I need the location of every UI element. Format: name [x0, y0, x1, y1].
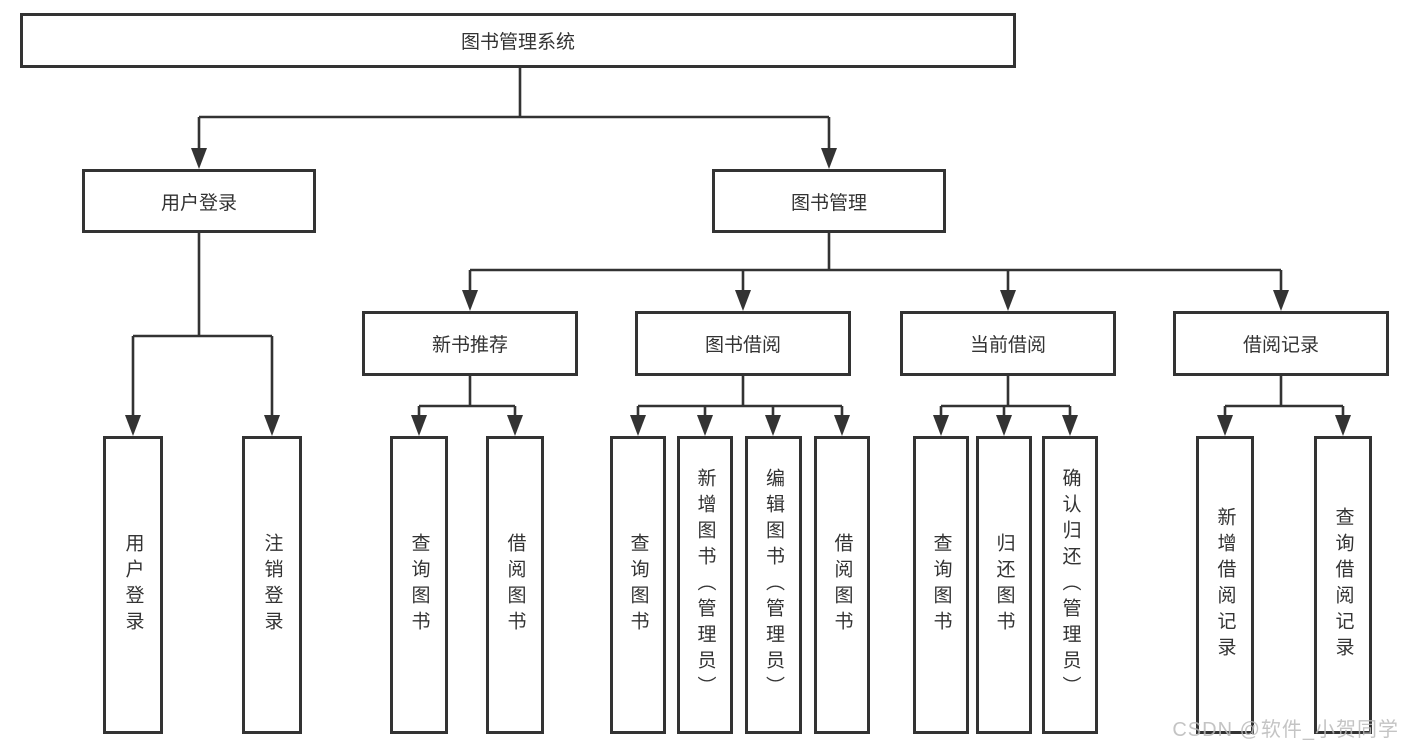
leaf-recommend-query-books-label: 查询图书 — [408, 533, 430, 637]
connector-edges — [131, 68, 1345, 418]
leaf-return-books: 归还图书 — [976, 436, 1032, 734]
leaf-confirm-return-admin: 确认归还（管理员） — [1042, 436, 1098, 734]
node-book-management-label: 图书管理 — [790, 192, 867, 214]
leaf-borrow-query-books-label: 查询图书 — [627, 533, 649, 637]
leaf-borrow-query-books: 查询图书 — [610, 436, 666, 734]
leaf-current-query-books: 查询图书 — [913, 436, 969, 734]
node-current-borrow-label: 当前借阅 — [969, 335, 1046, 356]
node-book-management: 图书管理 — [712, 169, 946, 233]
leaf-user-login-label: 用户登录 — [122, 533, 144, 637]
leaf-confirm-return-admin-label: 确认归还（管理员） — [1059, 468, 1081, 702]
leaf-borrow-books-label: 借阅图书 — [831, 533, 853, 637]
node-root-system-label: 图书管理系统 — [460, 32, 575, 53]
node-new-book-recommend: 新书推荐 — [362, 311, 578, 376]
node-user-login-label: 用户登录 — [160, 192, 237, 214]
node-current-borrow: 当前借阅 — [900, 311, 1116, 376]
leaf-logout-label: 注销登录 — [261, 533, 283, 637]
leaf-borrow-books: 借阅图书 — [814, 436, 870, 734]
node-root-system: 图书管理系统 — [20, 13, 1016, 68]
node-book-borrow: 图书借阅 — [635, 311, 851, 376]
leaf-return-books-label: 归还图书 — [993, 533, 1015, 637]
node-borrow-record: 借阅记录 — [1173, 311, 1389, 376]
leaf-add-borrow-record: 新增借阅记录 — [1196, 436, 1254, 734]
leaf-query-borrow-record: 查询借阅记录 — [1314, 436, 1372, 734]
node-new-book-recommend-label: 新书推荐 — [431, 335, 508, 356]
csdn-watermark: CSDN @软件_小贺同学 — [1172, 719, 1399, 741]
leaf-query-borrow-record-label: 查询借阅记录 — [1332, 507, 1354, 663]
node-book-borrow-label: 图书借阅 — [704, 335, 781, 356]
leaf-recommend-query-books: 查询图书 — [390, 436, 448, 734]
node-user-login: 用户登录 — [82, 169, 316, 233]
leaf-recommend-borrow-books-label: 借阅图书 — [504, 533, 526, 637]
leaf-logout: 注销登录 — [242, 436, 302, 734]
leaf-add-books-admin: 新增图书（管理员） — [677, 436, 733, 734]
leaf-user-login: 用户登录 — [103, 436, 163, 734]
node-borrow-record-label: 借阅记录 — [1242, 335, 1319, 356]
leaf-edit-books-admin-label: 编辑图书（管理员） — [763, 468, 784, 702]
leaf-recommend-borrow-books: 借阅图书 — [486, 436, 544, 734]
arrow-down-icons — [125, 148, 1351, 436]
leaf-current-query-books-label: 查询图书 — [930, 533, 952, 637]
leaf-add-borrow-record-label: 新增借阅记录 — [1214, 507, 1236, 663]
leaf-edit-books-admin: 编辑图书（管理员） — [745, 436, 802, 734]
leaf-add-books-admin-label: 新增图书（管理员） — [694, 468, 716, 702]
